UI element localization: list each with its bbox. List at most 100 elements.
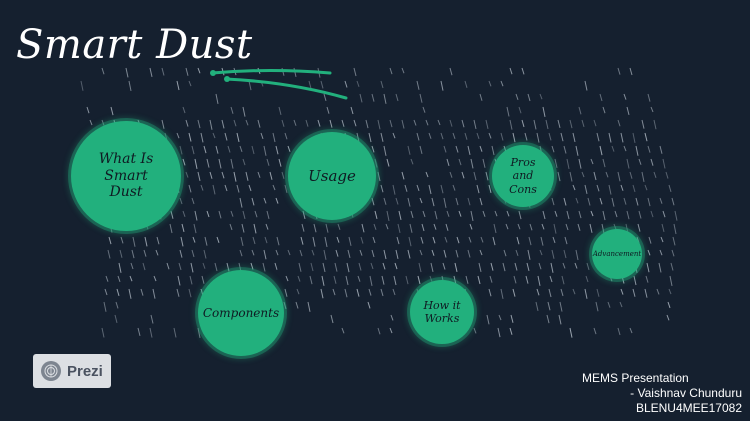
dash-mark <box>617 119 621 127</box>
dash-mark <box>629 67 633 76</box>
dash-mark <box>542 210 546 220</box>
dash-mark <box>548 288 552 298</box>
dash-mark <box>419 145 423 155</box>
dash-mark <box>668 184 672 192</box>
dash-mark <box>380 288 384 297</box>
dash-mark <box>132 236 136 247</box>
dash-mark <box>368 132 372 143</box>
dash-mark <box>623 197 627 205</box>
dash-mark <box>557 119 561 128</box>
dash-mark <box>479 197 483 206</box>
dash-mark <box>619 301 623 308</box>
dash-mark <box>585 275 589 283</box>
dash-mark <box>150 314 154 324</box>
dash-mark <box>266 158 270 166</box>
topic-components[interactable]: Components <box>198 270 284 356</box>
dash-mark <box>137 327 141 337</box>
dash-mark <box>204 236 208 246</box>
dash-mark <box>646 262 650 273</box>
dash-mark <box>638 158 642 165</box>
dash-mark <box>524 132 528 141</box>
dash-mark <box>215 93 219 104</box>
dash-mark <box>525 275 529 284</box>
topic-how-it-works[interactable]: How it Works <box>410 280 474 344</box>
dash-mark <box>251 249 255 256</box>
credits-line-3: BLENU4MEE17082 <box>635 401 742 415</box>
dash-mark <box>433 223 437 230</box>
dash-mark <box>149 327 153 338</box>
dash-mark <box>245 171 249 181</box>
dash-mark <box>440 184 444 194</box>
dash-mark <box>283 301 287 310</box>
dash-mark <box>428 132 432 139</box>
topic-what-is-smart-dust[interactable]: What Is Smart Dust <box>71 121 181 231</box>
dash-mark <box>482 210 486 217</box>
dash-mark <box>272 132 276 143</box>
topic-advancement[interactable]: Advancement <box>592 229 642 279</box>
dash-mark <box>443 197 447 208</box>
dash-mark <box>545 119 549 130</box>
dash-mark <box>577 223 581 231</box>
dash-mark <box>536 132 540 143</box>
dash-mark <box>554 158 558 168</box>
dash-mark <box>644 132 648 142</box>
dash-mark <box>323 93 327 101</box>
dash-mark <box>407 197 411 207</box>
dash-mark <box>257 171 261 178</box>
dash-mark <box>176 288 180 297</box>
dash-mark <box>527 249 531 260</box>
dash-mark <box>488 184 492 193</box>
dash-mark <box>480 236 484 243</box>
dash-mark <box>510 314 514 323</box>
credits-line-2: - Vaishnav Chunduru <box>630 386 742 400</box>
dash-mark <box>89 119 93 126</box>
dash-mark <box>407 249 411 259</box>
dash-mark <box>284 184 288 194</box>
dash-mark <box>299 249 303 257</box>
dash-mark <box>239 145 243 153</box>
dash-mark <box>386 210 390 222</box>
dash-mark <box>359 93 363 103</box>
dash-mark <box>473 171 477 181</box>
dash-mark <box>182 158 186 166</box>
dash-mark <box>565 223 569 231</box>
topic-usage[interactable]: Usage <box>288 132 376 220</box>
dash-mark <box>347 249 351 258</box>
dash-mark <box>550 262 554 273</box>
dash-mark <box>278 158 282 167</box>
dash-mark <box>275 249 279 256</box>
dash-mark <box>371 145 375 153</box>
dash-mark <box>203 249 207 259</box>
dash-mark <box>421 223 425 232</box>
dash-mark <box>479 145 483 152</box>
dash-mark <box>493 223 497 234</box>
dash-mark <box>397 223 401 233</box>
dash-mark <box>449 171 453 178</box>
dash-mark <box>390 314 394 321</box>
dash-mark <box>108 236 112 245</box>
dash-mark <box>444 236 448 243</box>
topic-pros-and-cons[interactable]: Pros and Cons <box>492 145 554 207</box>
dash-mark <box>193 223 197 234</box>
dash-mark <box>662 158 666 169</box>
dash-mark <box>185 67 189 76</box>
dash-mark <box>216 236 220 243</box>
dash-mark <box>645 275 649 283</box>
dash-mark <box>512 288 516 297</box>
dash-mark <box>169 223 173 234</box>
dash-mark <box>190 262 194 273</box>
dash-mark <box>629 171 633 179</box>
dash-mark <box>648 236 652 244</box>
dash-mark <box>281 119 285 127</box>
dash-mark <box>194 210 198 221</box>
dash-mark <box>620 184 624 191</box>
dash-mark <box>188 288 192 298</box>
dash-mark <box>659 197 663 204</box>
dash-mark <box>129 275 133 282</box>
dash-mark <box>120 236 124 244</box>
dash-mark <box>422 106 426 113</box>
dash-mark <box>416 184 420 192</box>
dash-mark <box>578 210 582 219</box>
prezi-badge[interactable]: Prezi <box>33 354 111 388</box>
dash-mark <box>632 288 636 297</box>
